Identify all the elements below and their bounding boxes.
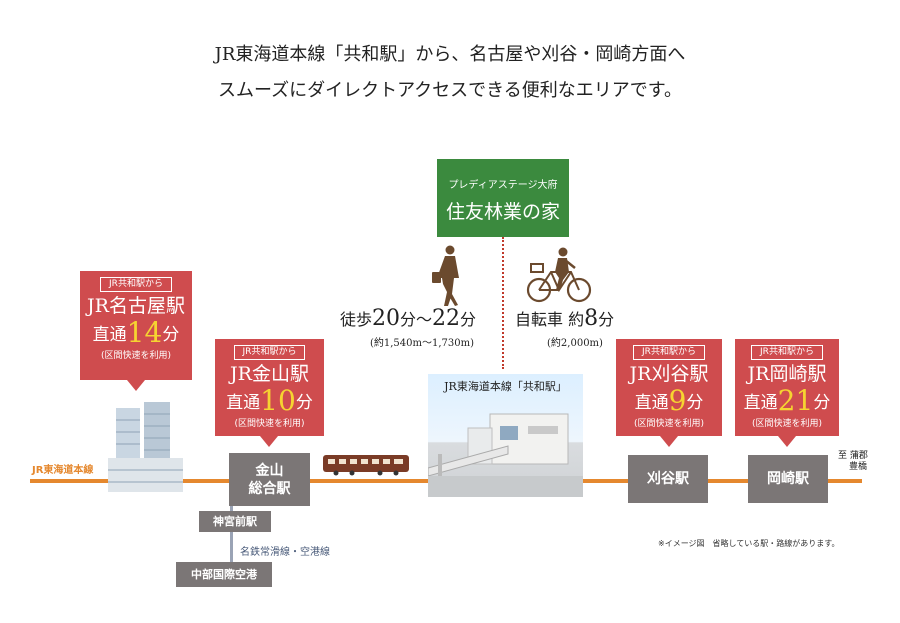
walk-distance: (約1,540m〜1,730m) bbox=[352, 334, 492, 349]
bicycle-icon bbox=[525, 246, 593, 304]
kyowa-station-photo: JR東海道本線「共和駅」 bbox=[428, 374, 583, 497]
walk-min: 20 bbox=[372, 306, 400, 331]
callout-prefix: 直通 bbox=[93, 325, 127, 345]
callout-okazaki: JR共和駅から JR岡崎駅 直通21分 (区間快速を利用) bbox=[735, 339, 839, 436]
callout-station: JR名古屋駅 bbox=[80, 294, 192, 318]
walking-woman-icon bbox=[428, 244, 468, 308]
callout-unit: 分 bbox=[296, 393, 313, 413]
callout-minutes: 14 bbox=[127, 316, 163, 349]
walk-max: 22 bbox=[432, 306, 460, 331]
station-building-icon bbox=[428, 398, 583, 497]
callout-note: (区間快速を利用) bbox=[735, 418, 839, 430]
property-name: 住友林業の家 bbox=[437, 197, 569, 224]
callout-from: JR共和駅から bbox=[751, 345, 823, 360]
bike-min: 8 bbox=[584, 306, 598, 331]
station-kanayama-line2: 総合駅 bbox=[249, 480, 291, 498]
headline-line2: スムーズにダイレクトアクセスできる便利なエリアです。 bbox=[0, 76, 900, 102]
station-okazaki: 岡崎駅 bbox=[748, 455, 828, 503]
callout-unit: 分 bbox=[686, 393, 703, 413]
direction-to: 至 bbox=[838, 451, 847, 461]
callout-note: (区間快速を利用) bbox=[215, 418, 324, 430]
callout-minutes: 9 bbox=[669, 384, 687, 417]
walk-sep: 分〜 bbox=[400, 310, 432, 329]
bike-unit: 分 bbox=[598, 310, 614, 329]
callout-tail bbox=[260, 436, 278, 447]
station-centrair: 中部国際空港 bbox=[176, 562, 272, 587]
callout-station: JR金山駅 bbox=[215, 362, 324, 386]
callout-tail bbox=[778, 436, 796, 447]
meitetsu-label: 名鉄常滑線・空港線 bbox=[240, 543, 330, 558]
callout-kanayama: JR共和駅から JR金山駅 直通10分 (区間快速を利用) bbox=[215, 339, 324, 436]
property-connector bbox=[502, 237, 504, 369]
callout-prefix: 直通 bbox=[226, 393, 260, 413]
callout-tail bbox=[127, 380, 145, 391]
nagoya-buildings-icon bbox=[108, 398, 183, 492]
direction-label: 至 蒲郡 豊橋 bbox=[838, 451, 868, 473]
station-photo-label: JR東海道本線「共和駅」 bbox=[428, 378, 583, 394]
walk-unit: 分 bbox=[460, 310, 476, 329]
bike-label: 自転車 約 bbox=[515, 310, 584, 329]
callout-prefix: 直通 bbox=[744, 393, 778, 413]
callout-station: JR岡崎駅 bbox=[735, 362, 839, 386]
train-icon bbox=[322, 452, 410, 476]
direction-dest1: 蒲郡 bbox=[850, 451, 868, 461]
line-label: JR東海道本線 bbox=[32, 461, 93, 476]
callout-from: JR共和駅から bbox=[234, 345, 306, 360]
callout-minutes: 21 bbox=[778, 384, 814, 417]
callout-kariya: JR共和駅から JR刈谷駅 直通9分 (区間快速を利用) bbox=[616, 339, 722, 436]
callout-note: (区間快速を利用) bbox=[616, 418, 722, 430]
callout-tail bbox=[660, 436, 678, 447]
bike-time: 自転車 約8分 bbox=[515, 306, 645, 331]
callout-station: JR刈谷駅 bbox=[616, 362, 722, 386]
callout-unit: 分 bbox=[162, 325, 179, 345]
callout-note: (区間快速を利用) bbox=[80, 350, 192, 362]
callout-nagoya: JR共和駅から JR名古屋駅 直通14分 (区間快速を利用) bbox=[80, 271, 192, 380]
bike-distance: (約2,000m) bbox=[525, 334, 625, 349]
walk-label: 徒歩 bbox=[340, 310, 372, 329]
walk-time: 徒歩20分〜22分 bbox=[340, 306, 500, 331]
property-subtitle: プレディアステージ大府 bbox=[437, 176, 569, 191]
headline-line1: JR東海道本線「共和駅」から、名古屋や刈谷・岡崎方面へ bbox=[0, 40, 900, 66]
callout-unit: 分 bbox=[813, 393, 830, 413]
callout-prefix: 直通 bbox=[635, 393, 669, 413]
station-kariya: 刈谷駅 bbox=[628, 455, 708, 503]
callout-from: JR共和駅から bbox=[633, 345, 705, 360]
callout-from: JR共和駅から bbox=[100, 277, 172, 292]
property-box: プレディアステージ大府 住友林業の家 bbox=[437, 159, 569, 237]
station-jingumae: 神宮前駅 bbox=[199, 511, 271, 532]
direction-dest2: 豊橋 bbox=[849, 462, 867, 472]
station-kanayama-line1: 金山 bbox=[256, 462, 284, 480]
station-kanayama: 金山 総合駅 bbox=[229, 453, 310, 506]
footnote: ※イメージ図 省略している駅・路線があります。 bbox=[658, 538, 840, 549]
callout-minutes: 10 bbox=[260, 384, 296, 417]
